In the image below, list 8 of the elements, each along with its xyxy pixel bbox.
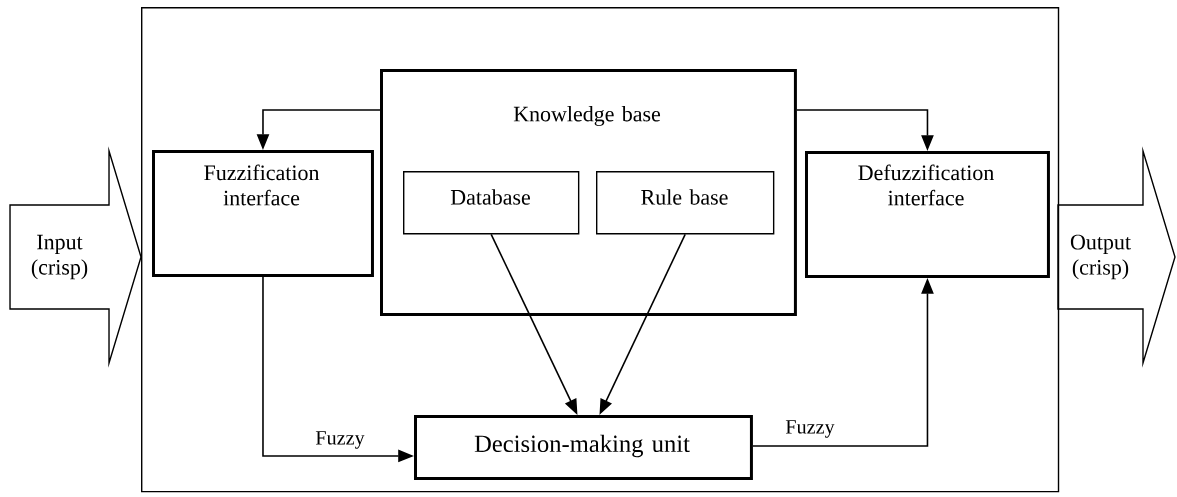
edge-label: Fuzzy — [783, 418, 837, 440]
process-box: Decision-making unit — [414, 415, 753, 480]
process-box: Database — [403, 171, 580, 235]
process-box: Fuzzification interface — [152, 150, 374, 277]
process-box: Defuzzification interface — [805, 151, 1050, 278]
edge-label: Fuzzy — [313, 429, 367, 451]
process-box: Rule base — [596, 171, 775, 235]
system-frame — [141, 7, 1060, 493]
